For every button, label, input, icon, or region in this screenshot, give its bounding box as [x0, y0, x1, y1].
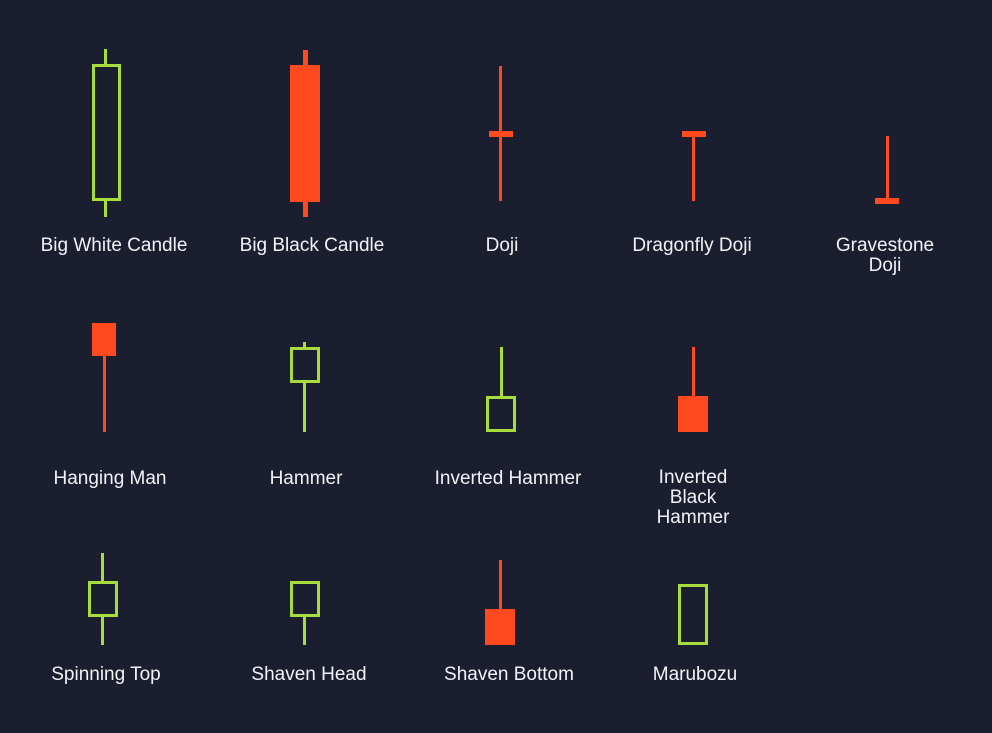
lower-wick — [101, 616, 104, 645]
pattern-label: Hammer — [269, 468, 343, 489]
pattern-label: Shaven Bottom — [444, 664, 574, 685]
candle-body-hollow — [290, 347, 320, 383]
lower-wick — [692, 134, 695, 201]
candle-body-filled — [92, 323, 116, 356]
pattern-label: Inverted Black Hammer — [656, 467, 730, 528]
candle-body-filled — [290, 65, 320, 202]
candle-body-filled — [678, 396, 708, 432]
pattern-label: Dragonfly Doji — [632, 235, 752, 256]
lower-wick — [103, 355, 106, 432]
upper-wick — [303, 50, 308, 66]
open-close-bar — [489, 131, 513, 137]
pattern-label: Big White Candle — [40, 235, 188, 256]
candle-body-filled — [485, 609, 515, 645]
pattern-label: Marubozu — [652, 664, 738, 685]
upper-wick — [104, 49, 107, 65]
lower-wick — [303, 616, 306, 645]
candle-body-hollow — [88, 581, 118, 617]
upper-wick — [500, 347, 503, 397]
upper-wick — [303, 342, 306, 348]
pattern-label: Hanging Man — [53, 468, 167, 489]
pattern-label: Big Black Candle — [239, 235, 385, 256]
upper-wick — [499, 560, 502, 610]
pattern-label: Doji — [485, 235, 519, 256]
lower-wick — [303, 382, 306, 432]
pattern-label: Spinning Top — [51, 664, 161, 685]
candle-body-hollow — [290, 581, 320, 617]
candle-body-hollow — [486, 396, 516, 432]
upper-wick — [101, 553, 104, 582]
pattern-label: Shaven Head — [251, 664, 367, 685]
candle-body-hollow — [92, 64, 121, 201]
open-close-bar — [875, 198, 899, 204]
upper-wick — [886, 136, 889, 201]
candle-body-hollow — [678, 584, 708, 645]
pattern-label: Gravestone Doji — [835, 235, 935, 276]
lower-wick — [104, 200, 107, 217]
pattern-label: Inverted Hammer — [434, 468, 582, 489]
upper-wick — [692, 347, 695, 397]
lower-wick — [303, 201, 308, 217]
